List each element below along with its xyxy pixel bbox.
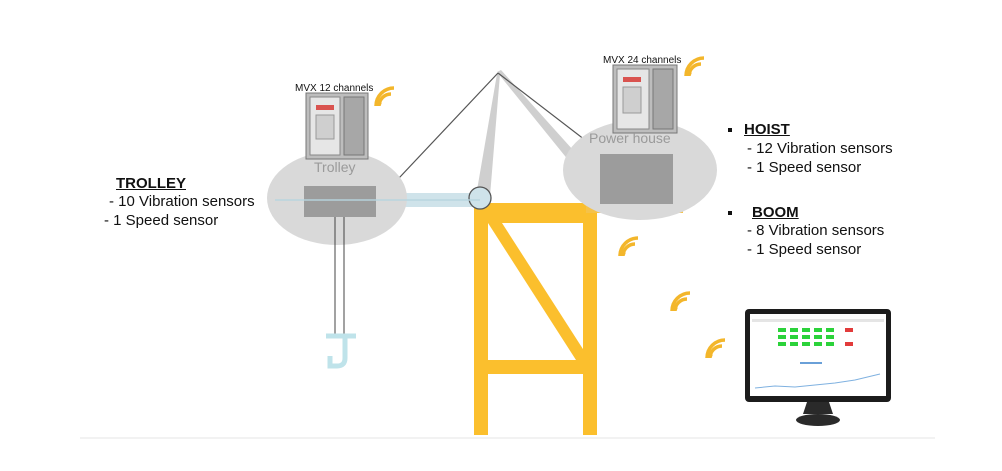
hook-icon	[326, 333, 356, 369]
front-cable	[382, 72, 499, 196]
trolley-item: - 1 Speed sensor	[104, 212, 219, 229]
hoist-item: - 1 Speed sensor	[747, 159, 862, 176]
trolley-title: TROLLEY	[116, 175, 186, 192]
trolley-box	[304, 186, 376, 217]
bullet	[728, 211, 732, 215]
power-house-label: Power house	[589, 130, 671, 146]
power-house-box	[600, 154, 673, 204]
boom-item: - 8 Vibration sensors	[747, 222, 885, 239]
wifi-icon	[670, 291, 692, 313]
monitor-icon	[745, 309, 891, 426]
wifi-icon	[684, 56, 706, 78]
wifi-icon	[618, 236, 640, 258]
cabinet-icon	[612, 64, 678, 134]
mvx-24-label: MVX 24 channels	[603, 55, 682, 66]
trolley-item: - 10 Vibration sensors	[109, 193, 255, 210]
boom-item: - 1 Speed sensor	[747, 241, 862, 258]
trolley-label: Trolley	[314, 159, 356, 175]
mvx-12-label: MVX 12 channels	[295, 83, 374, 94]
hoist-item: - 12 Vibration sensors	[747, 140, 893, 157]
hoist-title: HOIST	[744, 121, 790, 138]
mast-strut	[476, 74, 500, 196]
cabinet-icon	[305, 92, 369, 160]
wifi-icon	[705, 338, 727, 360]
boom-title: BOOM	[752, 204, 799, 221]
ground-line	[80, 437, 935, 439]
wifi-icon	[374, 86, 396, 108]
bullet	[728, 128, 732, 132]
crane-tower	[474, 203, 597, 435]
pivot-joint	[468, 186, 492, 210]
